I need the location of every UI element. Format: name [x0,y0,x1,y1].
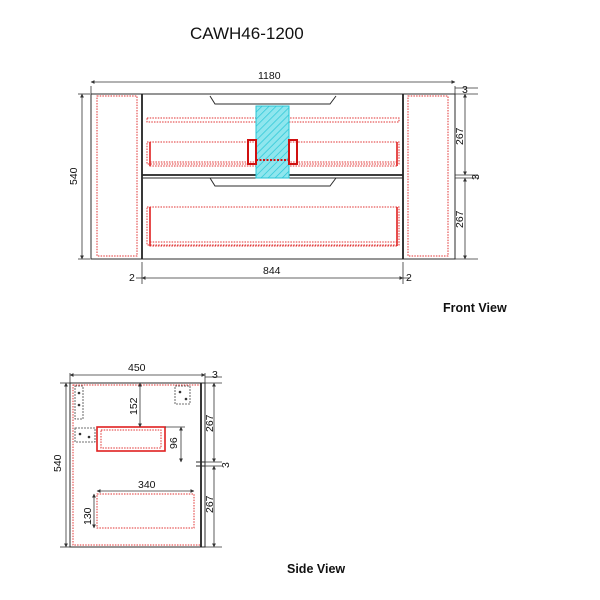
side-right-dimensions: 3 267 3 267 [204,369,232,548]
waste-cutout-highlight [255,105,290,179]
side-upper-tray: 152 96 [96,382,185,463]
front-view: 1180 540 [68,70,507,315]
front-inner-width-dimension: 844 2 2 [129,262,412,284]
side-inner-drawer-depth-label: 340 [138,479,156,491]
side-view: 450 540 [52,362,345,576]
right-side-panel-hidden [407,95,449,257]
front-height-label: 540 [68,167,80,185]
front-view-label: Front View [443,301,507,315]
front-lower-drawer [146,177,400,247]
side-mounting-brackets [74,385,191,443]
side-handle-depth-label: 152 [128,397,140,415]
waste-bracket [247,139,298,165]
left-side-panel-hidden [96,95,138,257]
side-carcass [69,382,206,548]
front-overall-width-label: 1180 [258,70,281,82]
side-lower-drawer-label: 267 [204,495,216,513]
side-upper-drawer-label: 267 [204,414,216,432]
front-height-dimension: 540 [68,93,90,260]
side-height-label: 540 [52,454,64,472]
side-inner-drawer-height-label: 130 [82,507,94,525]
front-carcass [90,93,456,260]
side-depth-dimension: 450 [69,362,206,383]
front-upper-drawer-label: 267 [454,127,466,145]
drawing-title: CAWH46-1200 [190,24,304,43]
side-depth-label: 450 [128,362,146,374]
front-inner-width-label: 844 [263,265,281,277]
front-right-dimensions: 3 267 3 267 [454,84,482,260]
side-middle-gap-label: 3 [220,462,232,468]
front-overall-width-dimension: 1180 [90,70,456,94]
front-gap-left-label: 2 [129,272,135,284]
front-middle-gap-label: 3 [470,174,482,180]
front-lower-drawer-label: 267 [454,210,466,228]
front-top-offset-label: 3 [462,84,468,96]
side-top-offset-label: 3 [212,369,218,381]
side-tray-height-label: 96 [168,437,180,449]
side-lower-drawer: 340 130 [82,479,195,529]
side-view-label: Side View [287,562,345,576]
side-height-dimension: 540 [52,382,70,548]
